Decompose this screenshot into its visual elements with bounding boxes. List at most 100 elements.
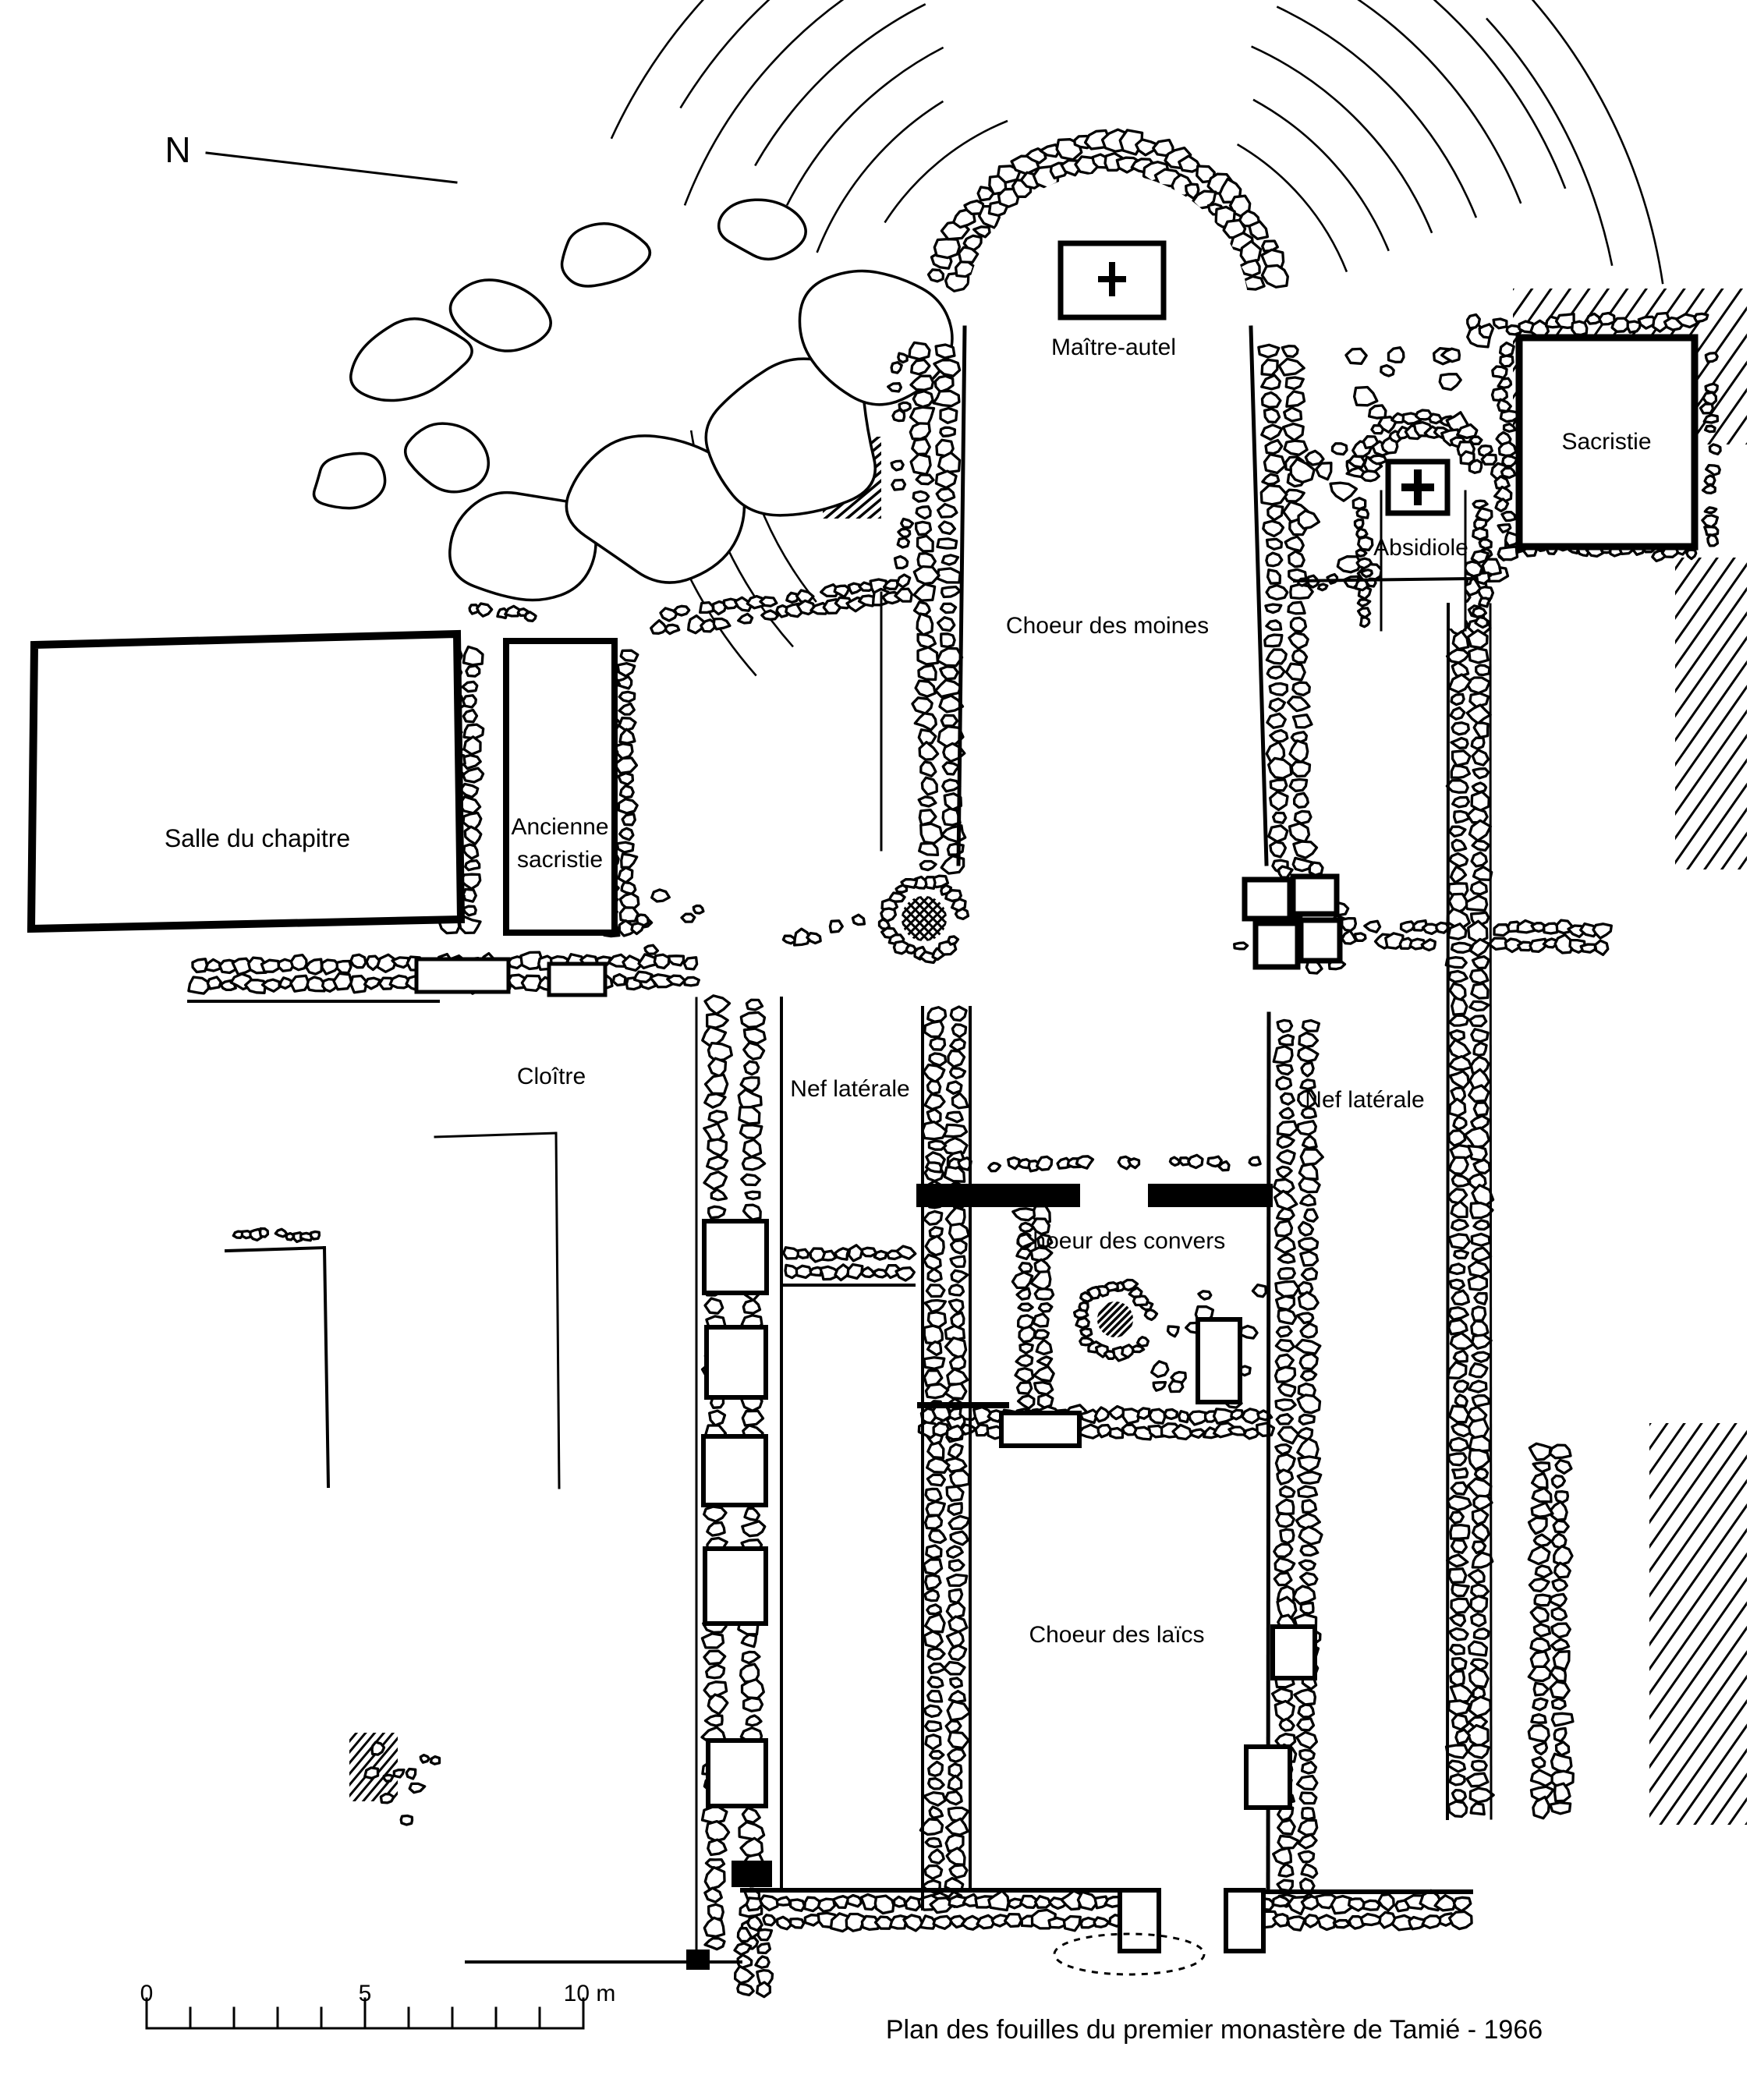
stone bbox=[1468, 1084, 1490, 1103]
hatch-line bbox=[1675, 685, 1747, 791]
pillar-base bbox=[1244, 1744, 1292, 1810]
stone bbox=[1492, 317, 1508, 330]
stone bbox=[1292, 840, 1319, 859]
stone bbox=[1282, 422, 1305, 442]
hatch-line bbox=[1649, 1552, 1747, 1696]
hatch-line bbox=[1741, 1567, 1750, 1906]
stone bbox=[1450, 1481, 1468, 1496]
stone bbox=[1272, 1847, 1293, 1865]
stone bbox=[1459, 450, 1475, 466]
stone bbox=[1238, 209, 1261, 228]
stone bbox=[948, 1283, 965, 1297]
stone bbox=[887, 382, 903, 393]
stone bbox=[1283, 406, 1303, 423]
stone bbox=[1297, 1703, 1316, 1719]
hatch-line bbox=[298, 1695, 352, 1758]
stone bbox=[1468, 435, 1483, 445]
stone bbox=[1553, 1726, 1568, 1743]
stone bbox=[1291, 648, 1309, 664]
rubble-cloud bbox=[448, 278, 552, 352]
stone bbox=[926, 1006, 948, 1023]
stone bbox=[949, 1255, 966, 1268]
stone bbox=[630, 922, 645, 936]
stone bbox=[204, 958, 222, 972]
stone bbox=[916, 534, 934, 553]
stone bbox=[1266, 712, 1287, 729]
stone bbox=[948, 1644, 968, 1662]
stone bbox=[1011, 1207, 1036, 1222]
stone bbox=[935, 487, 956, 503]
stone bbox=[1447, 1567, 1468, 1584]
stone bbox=[1447, 1188, 1468, 1205]
stone bbox=[1299, 1369, 1318, 1382]
stone bbox=[1362, 1899, 1381, 1911]
stone bbox=[1007, 1156, 1021, 1170]
stone bbox=[943, 1165, 966, 1183]
stone bbox=[1465, 1772, 1490, 1788]
stone bbox=[1277, 1834, 1300, 1850]
stone bbox=[1132, 1425, 1153, 1441]
stone bbox=[1301, 1135, 1318, 1149]
stone bbox=[1260, 391, 1282, 409]
stone bbox=[803, 1896, 821, 1913]
stone bbox=[1467, 1640, 1489, 1657]
stone bbox=[1295, 1730, 1319, 1750]
stone bbox=[934, 343, 956, 359]
stone bbox=[1295, 1774, 1319, 1791]
stone bbox=[1470, 1114, 1490, 1131]
stone bbox=[1380, 363, 1395, 377]
wall-line bbox=[956, 325, 967, 866]
stone bbox=[924, 1733, 942, 1751]
tomb-slab bbox=[999, 1411, 1082, 1448]
stone bbox=[1471, 1333, 1493, 1350]
stone bbox=[1290, 760, 1312, 778]
stone bbox=[1274, 1219, 1294, 1238]
stone bbox=[918, 841, 940, 857]
stone bbox=[1266, 568, 1282, 585]
hatch-line bbox=[1101, 1305, 1129, 1333]
stone bbox=[736, 1927, 753, 1943]
stone bbox=[1549, 1801, 1572, 1815]
stone bbox=[1472, 1219, 1490, 1231]
stone bbox=[940, 585, 962, 599]
stone bbox=[1354, 932, 1367, 942]
stone bbox=[1287, 1896, 1306, 1916]
wall-line bbox=[322, 1245, 331, 1489]
stone bbox=[1355, 557, 1373, 570]
hatch-line bbox=[1675, 758, 1747, 865]
stone bbox=[1550, 1474, 1567, 1489]
stone bbox=[1298, 1162, 1319, 1181]
stone bbox=[929, 1896, 955, 1914]
stone bbox=[1274, 1236, 1296, 1255]
stone bbox=[620, 880, 637, 896]
stone bbox=[1447, 1156, 1469, 1176]
stone bbox=[1275, 1325, 1293, 1338]
stone bbox=[1527, 1723, 1550, 1743]
stone bbox=[900, 517, 915, 529]
stone bbox=[1300, 1107, 1317, 1119]
stone bbox=[1470, 736, 1486, 750]
hatch-line bbox=[1675, 562, 1747, 669]
stone bbox=[1471, 1551, 1494, 1569]
stone bbox=[1298, 1177, 1321, 1194]
stone bbox=[834, 1247, 850, 1261]
stone bbox=[923, 1253, 942, 1271]
stone bbox=[1449, 1331, 1475, 1351]
stone bbox=[782, 1246, 801, 1260]
stone bbox=[1037, 1301, 1054, 1313]
stone bbox=[1529, 937, 1548, 954]
hatch-line bbox=[1384, 1318, 1621, 1656]
stone bbox=[1015, 1247, 1033, 1261]
stone bbox=[1260, 374, 1281, 391]
stone bbox=[703, 1916, 726, 1938]
stone bbox=[1177, 1410, 1190, 1424]
hatch-line bbox=[1327, 1277, 1564, 1616]
stone bbox=[939, 665, 959, 681]
stone bbox=[1257, 343, 1281, 359]
stone bbox=[1470, 1759, 1488, 1772]
stone bbox=[1276, 1135, 1295, 1149]
hatch-line bbox=[1281, 63, 1443, 293]
stone bbox=[1033, 1380, 1054, 1396]
stone bbox=[1297, 1485, 1319, 1499]
stone bbox=[1171, 1423, 1193, 1441]
